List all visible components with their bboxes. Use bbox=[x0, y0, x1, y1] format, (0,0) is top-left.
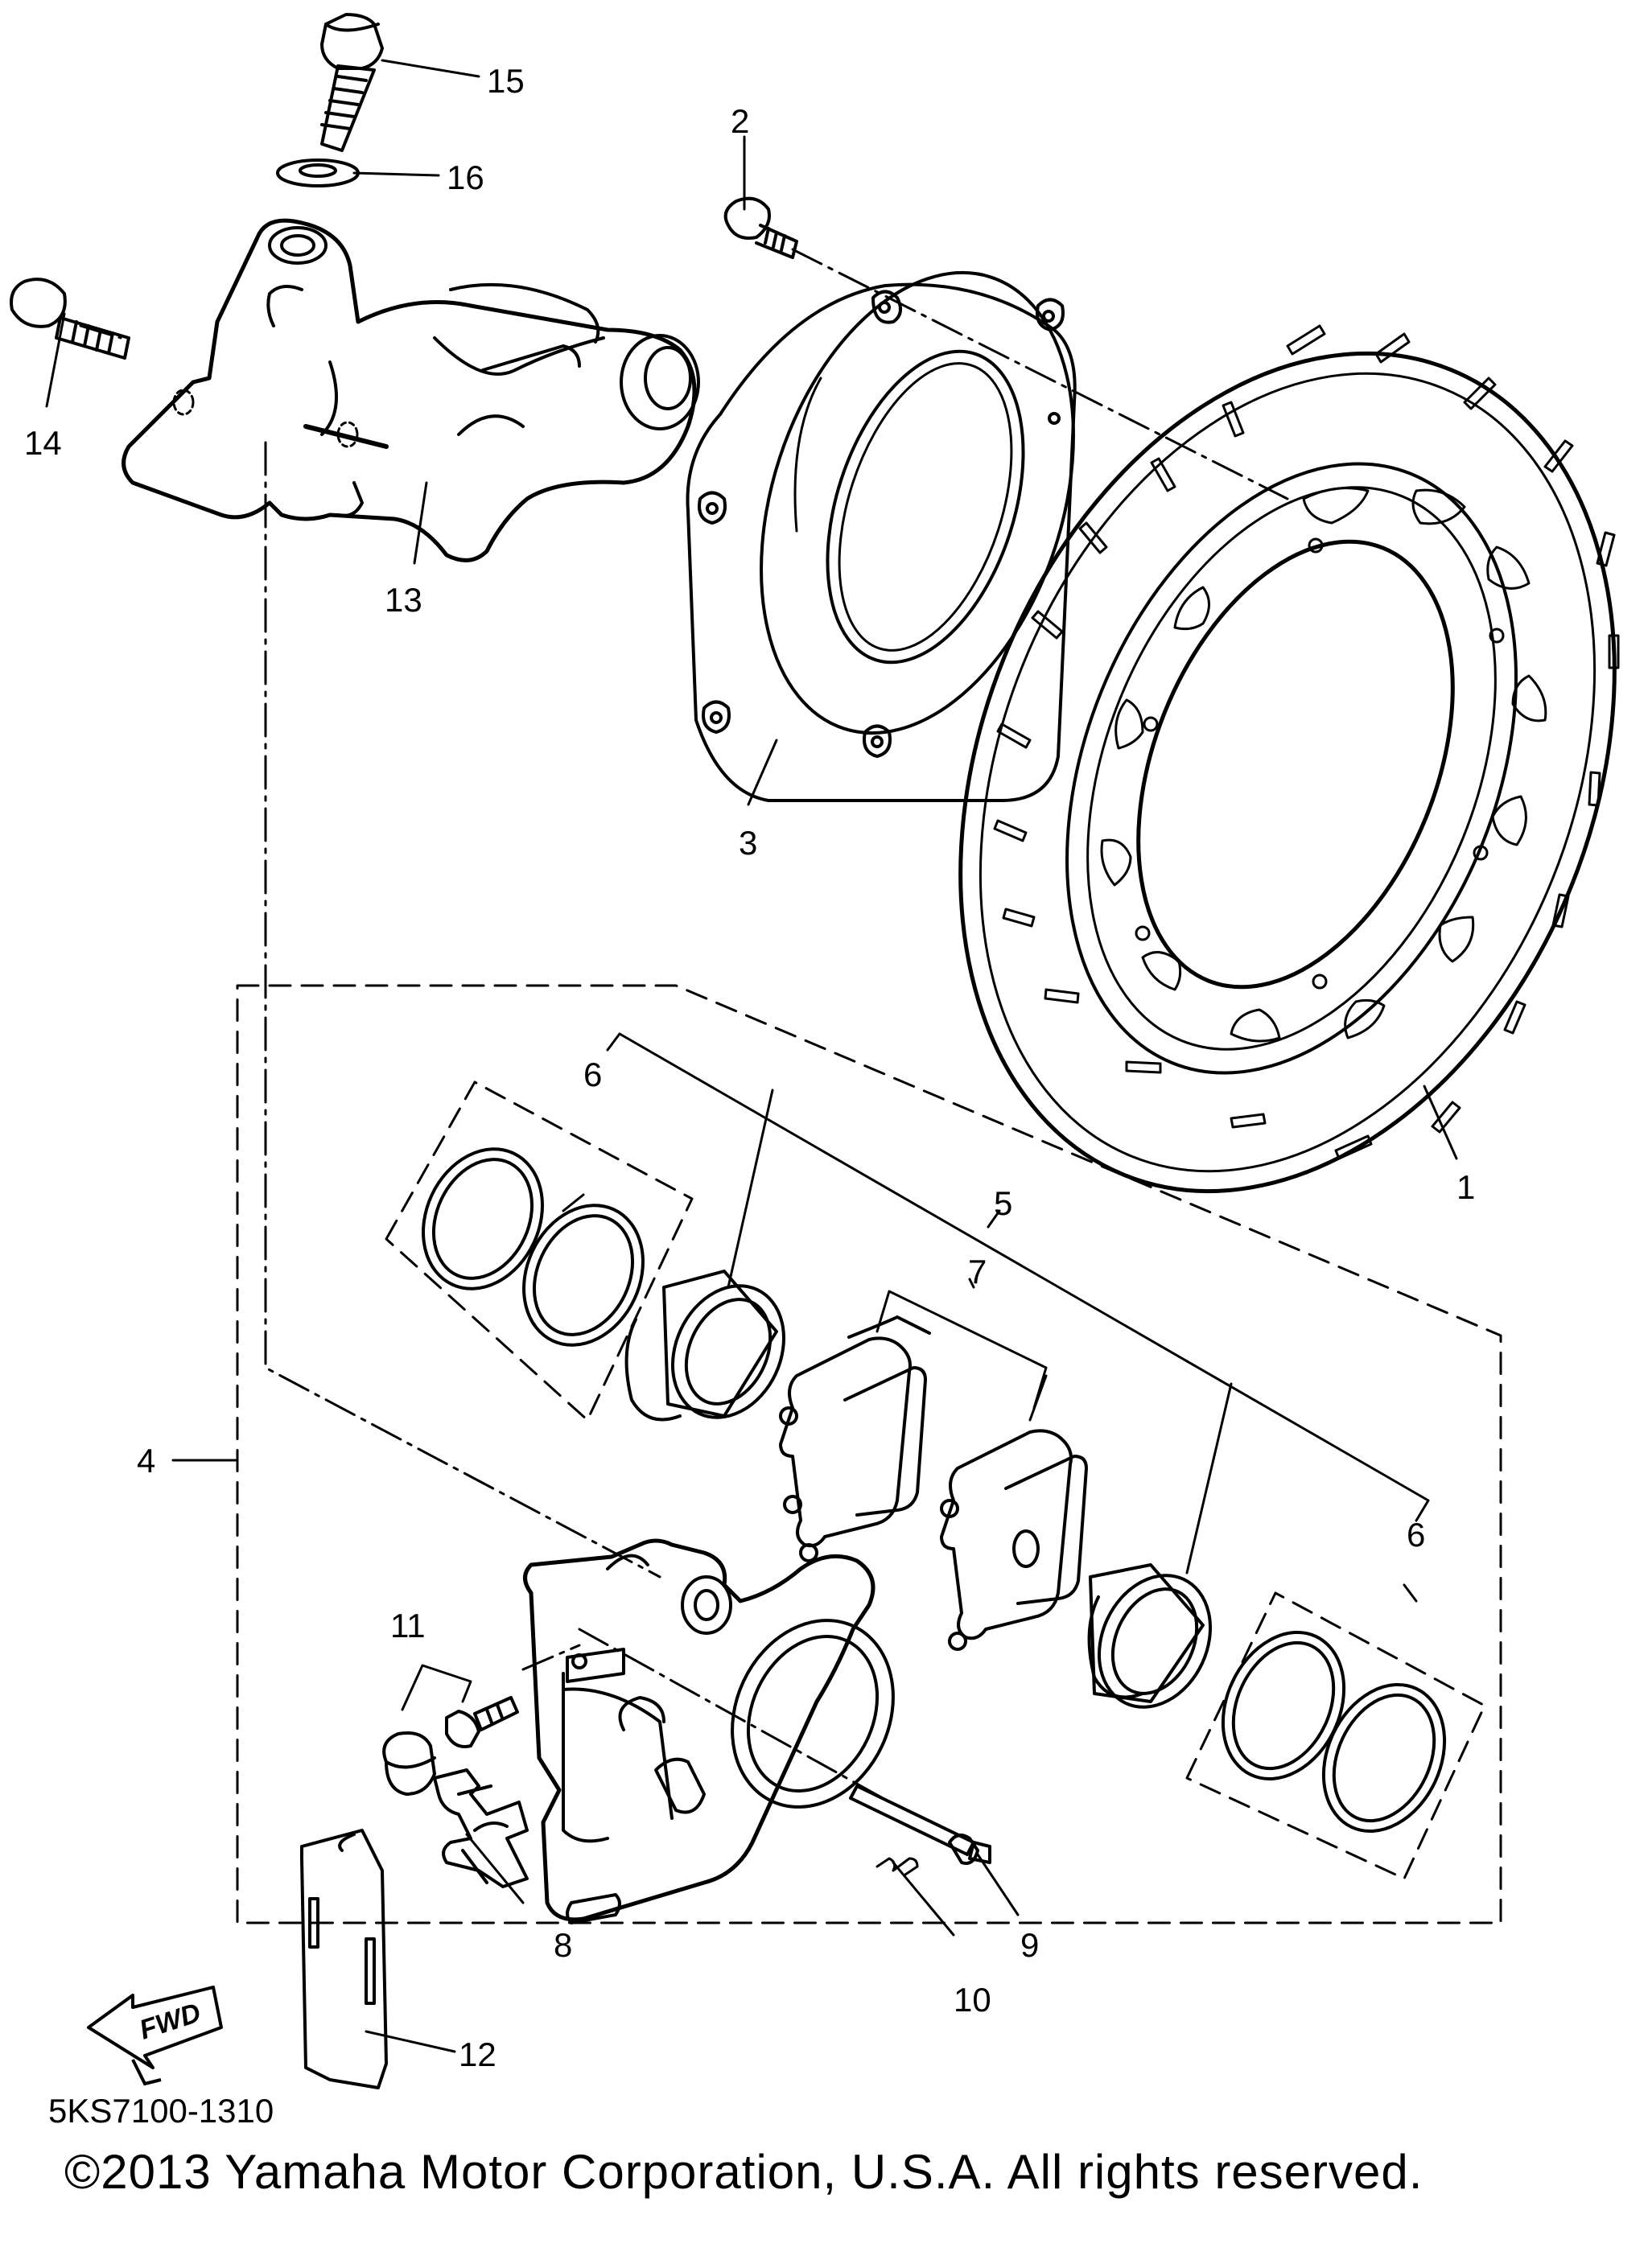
fwd-arrow-icon: FWD bbox=[87, 1986, 223, 2086]
callout-labels: 1 2 3 4 5 6 6 7 8 9 10 11 12 13 14 15 16 bbox=[24, 62, 1475, 2073]
leader-lines bbox=[45, 59, 1458, 2053]
assembly-boundary-4 bbox=[236, 984, 1502, 1924]
seal-kit-right bbox=[1185, 1591, 1486, 1880]
caliper-bracket bbox=[122, 218, 700, 562]
piston-right bbox=[1087, 1563, 1212, 1709]
callout-5: 5 bbox=[994, 1184, 1012, 1222]
bracket-washer bbox=[276, 158, 360, 187]
callout-13: 13 bbox=[385, 581, 422, 619]
bracket-bolt-top bbox=[320, 13, 384, 152]
callout-14: 14 bbox=[24, 424, 62, 462]
caliper-body bbox=[523, 1538, 895, 1924]
brake-disc bbox=[958, 324, 1620, 1194]
bracket-bolt-side bbox=[10, 278, 130, 360]
alignment-lines bbox=[79, 248, 1289, 1808]
seal-kit-left bbox=[385, 1080, 694, 1422]
copyright-notice: ©2013 Yamaha Motor Corporation, U.S.A. A… bbox=[64, 2145, 1423, 2199]
pad-pin-clip bbox=[876, 1857, 919, 1876]
pad-spring bbox=[433, 1768, 529, 1888]
callout-12: 12 bbox=[459, 2035, 496, 2073]
pad-shim bbox=[300, 1829, 388, 2089]
callout-15: 15 bbox=[487, 62, 525, 100]
callout-6b: 6 bbox=[1407, 1516, 1425, 1554]
callout-10: 10 bbox=[954, 1981, 991, 2019]
callout-7: 7 bbox=[968, 1253, 987, 1290]
callout-4: 4 bbox=[137, 1442, 155, 1480]
callout-1: 1 bbox=[1456, 1168, 1475, 1206]
callout-11: 11 bbox=[390, 1607, 426, 1644]
drawing-code: 5KS7100-1310 bbox=[48, 2092, 274, 2130]
callout-9: 9 bbox=[1020, 1926, 1039, 1964]
piston-left bbox=[624, 1270, 785, 1422]
callout-6a: 6 bbox=[583, 1056, 602, 1093]
callout-16: 16 bbox=[447, 158, 484, 196]
bleed-screw-set bbox=[382, 1664, 519, 1796]
disc-cover-plate bbox=[686, 270, 1077, 802]
pad-pin bbox=[849, 1784, 991, 1865]
callout-3: 3 bbox=[739, 824, 757, 862]
callout-8: 8 bbox=[554, 1926, 572, 1964]
callout-2: 2 bbox=[731, 102, 749, 140]
brake-pad-kit bbox=[779, 1290, 1088, 1651]
cover-screw bbox=[723, 196, 798, 259]
group-line-5 bbox=[606, 1032, 1430, 1574]
